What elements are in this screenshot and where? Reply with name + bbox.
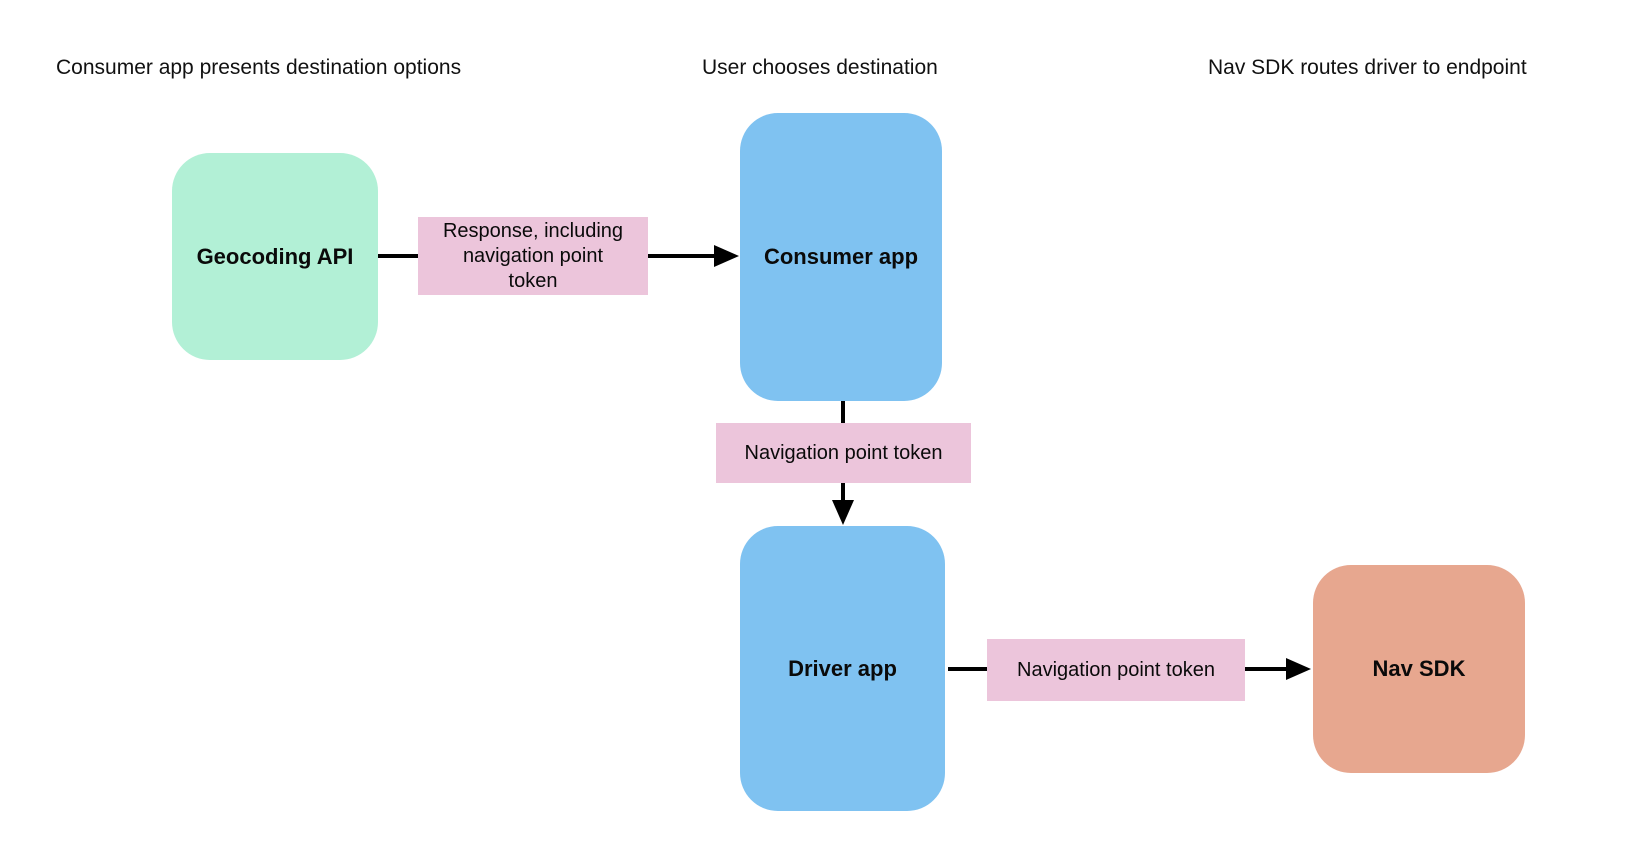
- node-nav-sdk-label: Nav SDK: [1372, 656, 1466, 681]
- column-header-nav-sdk-routes: Nav SDK routes driver to endpoint: [1208, 56, 1527, 79]
- node-consumer-app-label: Consumer app: [763, 244, 919, 269]
- node-geocoding-api: Geocoding API: [172, 153, 378, 360]
- node-driver-app: Driver app: [740, 526, 945, 811]
- edge-label-response: Response, including navigation point tok…: [418, 217, 648, 295]
- arrowhead-right-icon: [1286, 658, 1311, 680]
- column-header-consumer-presents: Consumer app presents destination option…: [56, 56, 462, 79]
- edge-label-navigation-point-token-driver-navsdk: Navigation point token: [987, 639, 1245, 701]
- node-driver-app-label: Driver app: [788, 655, 897, 681]
- edge-label-response-text: Response, including navigation point tok…: [442, 219, 624, 292]
- column-header-user-chooses: User chooses destination: [702, 56, 938, 79]
- arrowhead-down-icon: [832, 500, 854, 525]
- node-geocoding-api-label: Geocoding API: [196, 243, 354, 269]
- node-consumer-app: Consumer app: [740, 113, 942, 401]
- node-nav-sdk: Nav SDK: [1313, 565, 1525, 773]
- arrowhead-right-icon: [714, 245, 739, 267]
- edge-label-navigation-point-token-consumer-driver: Navigation point token: [716, 423, 971, 483]
